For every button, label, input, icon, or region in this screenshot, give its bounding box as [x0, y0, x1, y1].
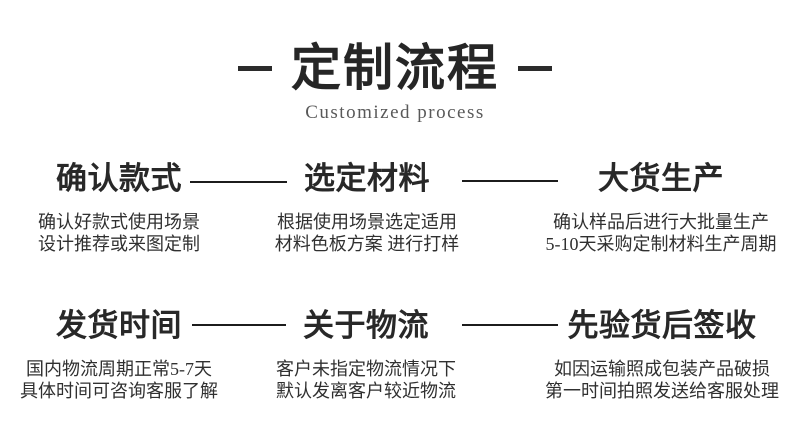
- step-description: 确认好款式使用场景 设计推荐或来图定制: [38, 211, 200, 255]
- connector-line: [192, 324, 286, 326]
- step-desc-line: 第一时间拍照发送给客服处理: [545, 381, 779, 401]
- section-subtitle: Customized process: [305, 102, 485, 123]
- step-mass-production: 大货生产 确认样品后进行大批量生产 5-10天采购定制材料生产周期: [546, 162, 777, 255]
- step-desc-line: 客户未指定物流情况下: [276, 359, 456, 379]
- step-desc-line: 设计推荐或来图定制: [38, 234, 200, 254]
- step-title: 选定材料: [304, 161, 430, 196]
- step-confirm-style: 确认款式 确认好款式使用场景 设计推荐或来图定制: [38, 162, 200, 255]
- title-row: 定制流程: [0, 42, 790, 94]
- step-shipping-time: 发货时间 国内物流周期正常5-7天 具体时间可咨询客服了解: [20, 309, 218, 402]
- step-desc-line: 具体时间可咨询客服了解: [20, 381, 218, 401]
- step-desc-line: 5-10天采购定制材料生产周期: [545, 234, 777, 254]
- step-desc-line: 国内物流周期正常5-7天: [26, 359, 212, 379]
- step-title: 发货时间: [56, 308, 182, 343]
- title-dash-left-icon: [238, 65, 272, 71]
- connector-line: [462, 180, 558, 182]
- step-desc-line: 根据使用场景选定适用: [277, 212, 457, 232]
- connector-line: [462, 324, 558, 326]
- step-about-logistics: 关于物流 客户未指定物流情况下 默认发离客户较近物流: [276, 309, 456, 402]
- step-title: 关于物流: [303, 308, 429, 343]
- step-title: 确认款式: [56, 161, 182, 196]
- step-description: 确认样品后进行大批量生产 5-10天采购定制材料生产周期: [546, 211, 777, 255]
- step-desc-line: 确认样品后进行大批量生产: [553, 212, 769, 232]
- step-desc-line: 确认好款式使用场景: [38, 212, 200, 232]
- step-description: 根据使用场景选定适用 材料色板方案 进行打样: [275, 211, 460, 255]
- connector-line: [190, 181, 287, 183]
- section-title: 定制流程: [291, 40, 499, 96]
- step-inspect-before-sign: 先验货后签收 如因运输照成包装产品破损 第一时间拍照发送给客服处理: [545, 309, 779, 402]
- step-desc-line: 如因运输照成包装产品破损: [554, 359, 770, 379]
- section-header: 定制流程 Customized process: [0, 42, 790, 123]
- step-desc-line: 默认发离客户较近物流: [276, 381, 456, 401]
- step-description: 客户未指定物流情况下 默认发离客户较近物流: [276, 358, 456, 402]
- title-dash-right-icon: [518, 65, 552, 71]
- step-select-material: 选定材料 根据使用场景选定适用 材料色板方案 进行打样: [275, 162, 460, 255]
- step-desc-line: 材料色板方案 进行打样: [274, 234, 460, 254]
- step-title: 大货生产: [598, 161, 724, 196]
- step-title: 先验货后签收: [567, 308, 757, 343]
- step-description: 国内物流周期正常5-7天 具体时间可咨询客服了解: [20, 358, 218, 402]
- step-description: 如因运输照成包装产品破损 第一时间拍照发送给客服处理: [545, 358, 779, 402]
